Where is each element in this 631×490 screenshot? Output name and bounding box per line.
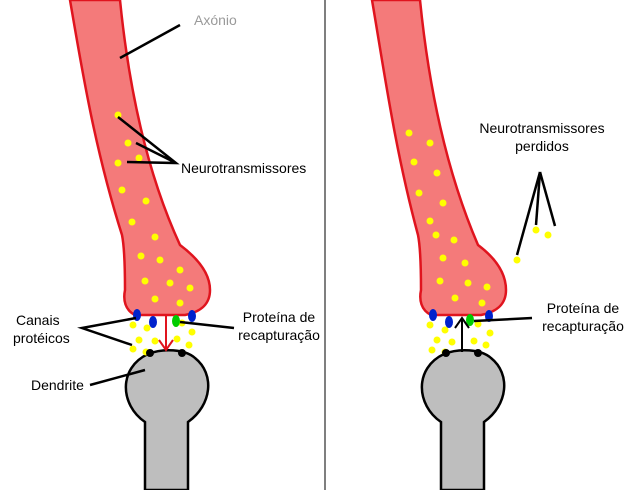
neurotransmitter bbox=[157, 257, 164, 264]
axonio-pointer bbox=[120, 25, 180, 58]
neurotransmitter bbox=[177, 267, 184, 274]
proteina-right-label-line1: Proteína de bbox=[538, 300, 628, 317]
neurotransmitter bbox=[152, 296, 159, 303]
proteina-right-label-line2: recapturação bbox=[538, 318, 628, 335]
neurotransmitter bbox=[416, 190, 423, 197]
neurotransmitter bbox=[449, 339, 456, 346]
neurotransmitter bbox=[119, 187, 126, 194]
neurotransmitter bbox=[440, 255, 447, 262]
neurotransmitter bbox=[152, 234, 159, 241]
neurotransmitter bbox=[144, 325, 151, 332]
proteina-left-label-line1: Proteína de bbox=[236, 309, 322, 326]
protein-channel bbox=[188, 310, 196, 322]
neurotransmitter bbox=[136, 337, 143, 344]
neurotransmitter bbox=[427, 218, 434, 225]
canais-label-line1: Canais bbox=[16, 312, 60, 329]
neurotransmitter bbox=[142, 278, 149, 285]
neurotransmitter bbox=[483, 342, 490, 349]
receptor bbox=[178, 349, 186, 357]
neurotransmitter bbox=[427, 322, 434, 329]
neurotransmitter bbox=[138, 253, 145, 260]
neurotransmitter bbox=[406, 130, 413, 137]
neurotransmitter bbox=[440, 200, 447, 207]
neurotransmitter bbox=[479, 300, 486, 307]
neurotransmitter bbox=[125, 140, 132, 147]
neurotransmitter bbox=[484, 284, 491, 291]
right-panel bbox=[372, 0, 555, 490]
neurotransmitter bbox=[130, 322, 137, 329]
axon-right bbox=[372, 0, 506, 315]
neurotransmitter bbox=[487, 330, 494, 337]
neurotransmitter bbox=[451, 237, 458, 244]
neurotransmitter bbox=[465, 280, 472, 287]
neurotransmitter bbox=[437, 278, 444, 285]
neurotransmitter bbox=[452, 295, 459, 302]
protein-channel bbox=[149, 316, 157, 328]
neurotransmitter bbox=[143, 198, 150, 205]
neurotransmitter bbox=[429, 347, 436, 354]
neurotransmitter bbox=[129, 219, 136, 226]
neurotransmitter bbox=[177, 300, 184, 307]
perdidos-label-line1: Neurotransmissores bbox=[472, 120, 612, 137]
neurotransmitter bbox=[545, 232, 552, 239]
neurotransmitter bbox=[411, 159, 418, 166]
canais-pointer bbox=[82, 318, 136, 345]
neurotransmitter bbox=[189, 329, 196, 336]
protein-channel bbox=[445, 316, 453, 328]
reuptake-protein bbox=[172, 315, 180, 327]
release-arrow-left bbox=[159, 315, 173, 350]
neurotransmitter bbox=[130, 346, 137, 353]
neurotransmitter bbox=[434, 170, 441, 177]
neurotransmitter bbox=[427, 140, 434, 147]
receptor bbox=[474, 349, 482, 357]
neurotransmitter bbox=[533, 227, 540, 234]
neurotransmitter bbox=[167, 280, 174, 287]
neurotransmitter bbox=[186, 342, 193, 349]
neurotransmitter bbox=[152, 338, 159, 345]
neurotransmitter bbox=[434, 337, 441, 344]
neurotransmitter bbox=[462, 260, 469, 267]
axonio-label: Axónio bbox=[194, 12, 237, 29]
perdidos-label-line2: perdidos bbox=[472, 138, 612, 155]
neurotransmitter bbox=[174, 336, 181, 343]
neurotransmitter bbox=[433, 232, 440, 239]
neurotransmitter bbox=[115, 160, 122, 167]
protein-channel bbox=[429, 309, 437, 321]
dendrite-label: Dendrite bbox=[31, 377, 84, 394]
proteina-pointer-left bbox=[180, 322, 234, 328]
neurotransmitter bbox=[136, 155, 143, 162]
neurotransmitter bbox=[442, 327, 449, 334]
neurotransmitter bbox=[514, 257, 521, 264]
neurotransmitter bbox=[187, 285, 194, 292]
neurotransmitter bbox=[471, 338, 478, 345]
proteina-left-label-line2: recapturação bbox=[236, 327, 322, 344]
receptor bbox=[442, 349, 450, 357]
canais-label-line2: protéicos bbox=[13, 330, 70, 347]
receptor bbox=[146, 349, 154, 357]
left-panel bbox=[70, 0, 234, 490]
dendrite-right bbox=[422, 350, 504, 490]
perdidos-pointer-3 bbox=[540, 172, 555, 226]
neurotransmissores-label: Neurotransmissores bbox=[181, 160, 306, 177]
proteina-pointer-right bbox=[474, 318, 532, 321]
